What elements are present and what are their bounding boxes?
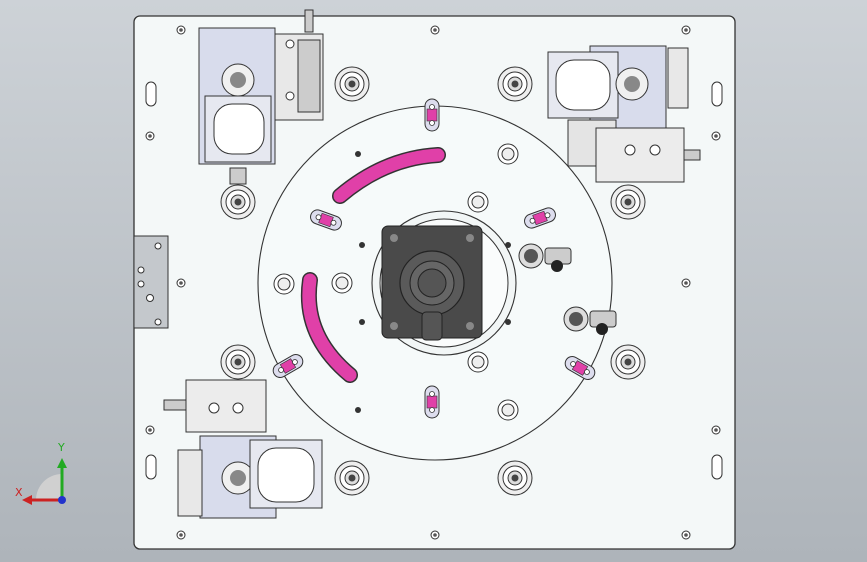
- clamp-assembly-top-left: [198, 9, 324, 185]
- disc-holes: [273, 143, 519, 421]
- coordinate-triad: [22, 458, 67, 505]
- arc-slots: [300, 147, 446, 383]
- air-fittings: [518, 243, 617, 335]
- y-axis-label: Y: [58, 441, 65, 454]
- clamp-assembly-bottom-left: [163, 379, 323, 519]
- edge-slots: [145, 81, 723, 480]
- clamp-assembly-top-right: [547, 45, 701, 183]
- motor-body: [381, 225, 483, 341]
- side-bracket: [133, 235, 169, 329]
- x-axis-label: X: [15, 486, 23, 499]
